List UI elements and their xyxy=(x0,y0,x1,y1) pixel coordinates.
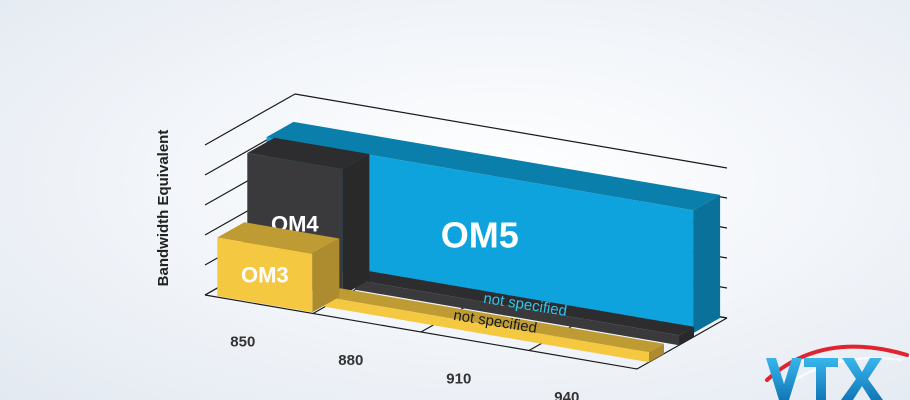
logo-swoosh xyxy=(765,344,909,382)
bar-om4-face xyxy=(342,153,370,296)
left-wall-gridline xyxy=(204,93,296,146)
not-specified-strip-om3-face xyxy=(649,343,664,363)
vtx-logo xyxy=(765,344,909,400)
not-specified-strip-om4-face xyxy=(355,279,679,346)
bar-om5 xyxy=(266,121,721,334)
floor-edge xyxy=(204,294,638,370)
bar-om5-face xyxy=(266,137,694,334)
not-specified-strip-om4-face xyxy=(355,271,694,336)
series-label-om5: OM5 xyxy=(441,215,519,256)
x-tick-label: 850 xyxy=(230,333,255,350)
bar-om3 xyxy=(217,222,340,313)
not-specified-strip-om4-face xyxy=(679,326,694,346)
bar-om3-face xyxy=(217,222,340,254)
x-tick-label: 910 xyxy=(446,370,471,387)
back-wall-gridline xyxy=(294,93,728,169)
bar-om3-face xyxy=(217,237,313,313)
x-tick-label: 880 xyxy=(338,352,363,369)
not-specified-strip-om3 xyxy=(325,288,664,363)
y-axis-label: Bandwidth Equivalent xyxy=(155,130,172,287)
not-specified-strip-om3-face xyxy=(325,288,664,353)
bar-om5-face xyxy=(693,194,721,334)
not-specified-strip-om3-face xyxy=(325,296,649,363)
bar-om4-face xyxy=(247,137,370,170)
not-specified-strip-om4 xyxy=(355,271,694,346)
bar-om5-face xyxy=(266,121,721,211)
x-tick-label: 940 xyxy=(554,389,579,400)
bar-om3-face xyxy=(312,238,340,313)
series-label-om3: OM3 xyxy=(241,262,289,287)
